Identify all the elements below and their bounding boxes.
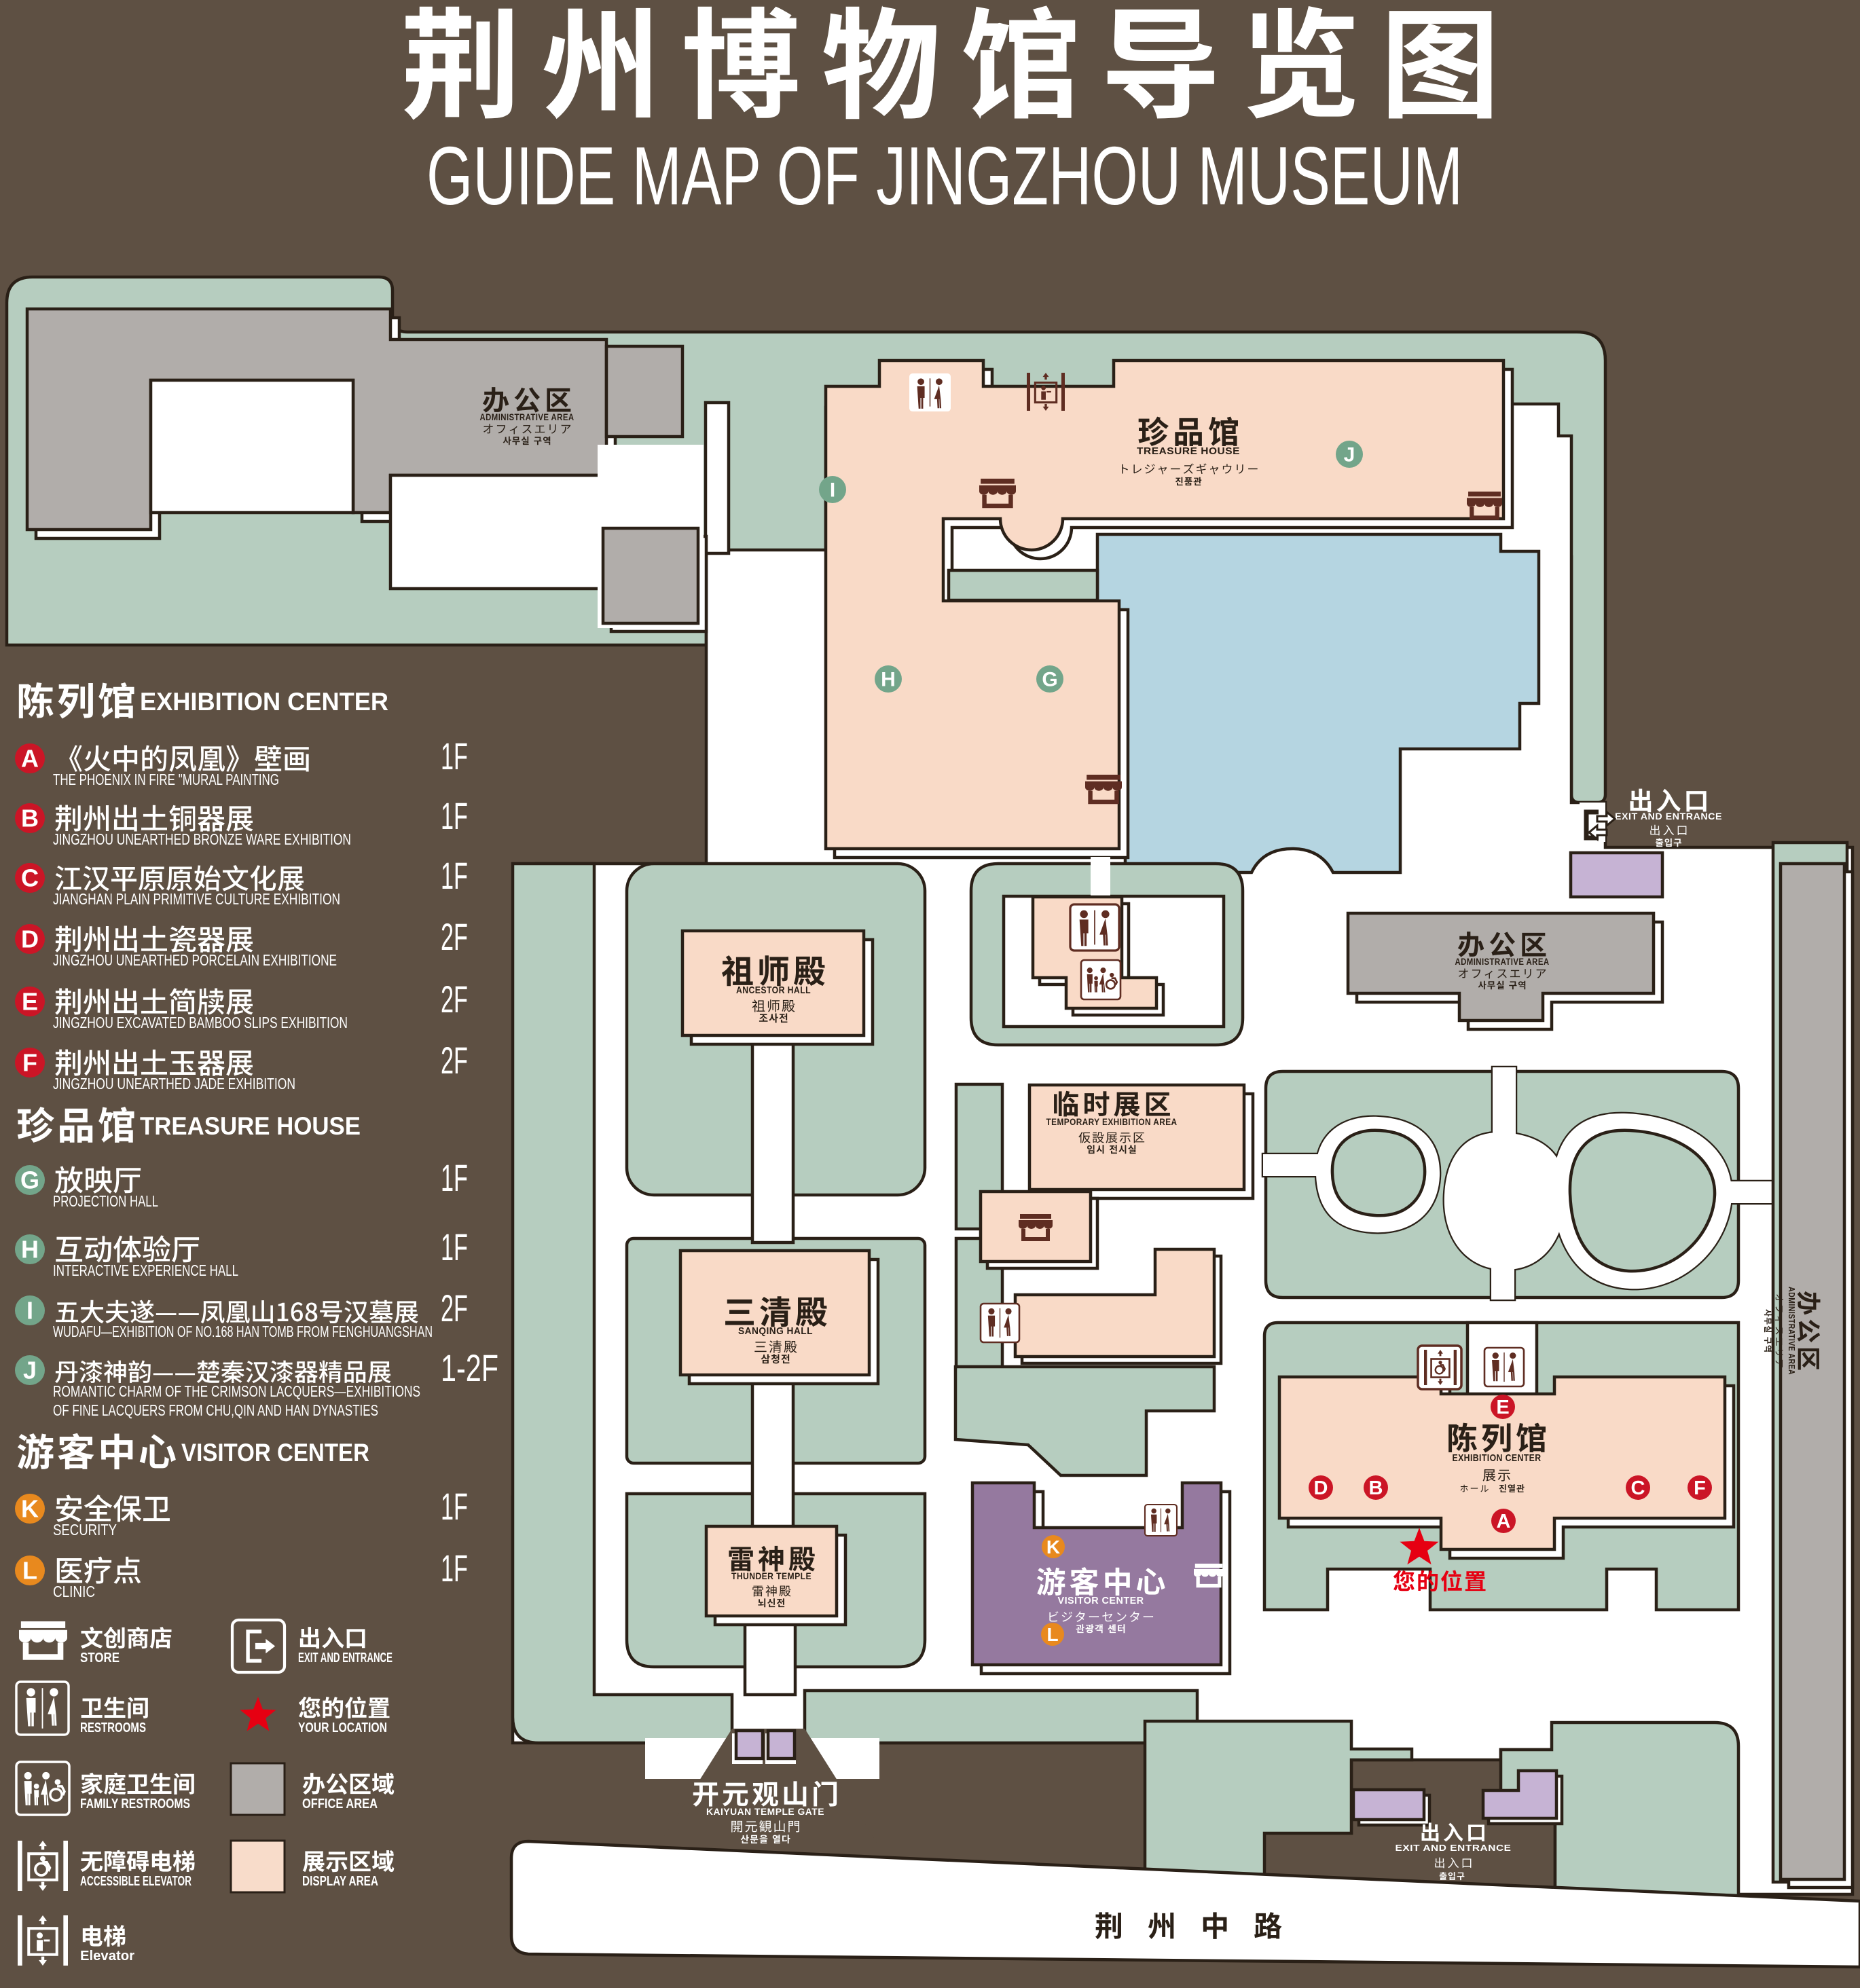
svg-text:B: B bbox=[21, 805, 39, 832]
svg-text:2F: 2F bbox=[441, 915, 468, 958]
svg-text:J: J bbox=[23, 1357, 37, 1384]
svg-text:VISITOR CENTER: VISITOR CENTER bbox=[181, 1439, 369, 1467]
svg-text:L: L bbox=[1046, 1624, 1058, 1645]
svg-text:G: G bbox=[1042, 669, 1057, 691]
svg-text:1F: 1F bbox=[441, 1485, 468, 1528]
svg-text:1F: 1F bbox=[441, 1547, 468, 1589]
svg-text:INTERACTIVE EXPERIENCE HALL: INTERACTIVE EXPERIENCE HALL bbox=[53, 1262, 238, 1279]
svg-text:J: J bbox=[1344, 444, 1355, 466]
svg-text:D: D bbox=[21, 925, 39, 953]
svg-text:1F: 1F bbox=[441, 854, 468, 897]
svg-text:L: L bbox=[22, 1557, 37, 1585]
svg-text:JINGZHOU UNEARTHED PORCELAIN E: JINGZHOU UNEARTHED PORCELAIN EXHIBITIONE bbox=[53, 951, 337, 969]
svg-text:I: I bbox=[830, 479, 835, 502]
svg-text:1-2F: 1-2F bbox=[441, 1346, 498, 1389]
svg-text:EXIT AND ENTRANCE: EXIT AND ENTRANCE bbox=[1396, 1843, 1512, 1853]
svg-text:STORE: STORE bbox=[80, 1651, 120, 1665]
svg-text:A: A bbox=[21, 745, 39, 773]
svg-text:EXHIBITION CENTER: EXHIBITION CENTER bbox=[140, 688, 388, 716]
svg-text:OF FINE LACQUERS FROM CHU,QIN: OF FINE LACQUERS FROM CHU,QIN AND HAN DY… bbox=[53, 1401, 378, 1419]
svg-text:C: C bbox=[1631, 1477, 1645, 1499]
svg-text:YOUR LOCATION: YOUR LOCATION bbox=[298, 1720, 387, 1735]
svg-text:K: K bbox=[1046, 1536, 1060, 1558]
svg-text:KAIYUAN TEMPLE GATE: KAIYUAN TEMPLE GATE bbox=[706, 1806, 824, 1817]
svg-text:OFFICE AREA: OFFICE AREA bbox=[302, 1797, 378, 1811]
svg-text:E: E bbox=[1496, 1397, 1509, 1418]
svg-text:2F: 2F bbox=[441, 1039, 468, 1082]
svg-text:ADMINISTRATIVE AREA: ADMINISTRATIVE AREA bbox=[480, 412, 575, 422]
svg-text:WUDAFU—EXHIBITION OF NO.168 HA: WUDAFU—EXHIBITION OF NO.168 HAN TOMB FRO… bbox=[53, 1323, 433, 1340]
svg-text:THE PHOENIX IN FIRE "MURAL PAI: THE PHOENIX IN FIRE "MURAL PAINTING bbox=[53, 771, 279, 788]
svg-text:JINGZHOU EXCAVATED BAMBOO SLIP: JINGZHOU EXCAVATED BAMBOO SLIPS EXHIBITI… bbox=[53, 1014, 348, 1031]
svg-text:TEMPORARY EXHIBITION AREA: TEMPORARY EXHIBITION AREA bbox=[1046, 1116, 1178, 1127]
svg-text:1F: 1F bbox=[441, 1156, 468, 1199]
svg-text:D: D bbox=[1314, 1477, 1328, 1499]
svg-text:JIANGHAN PLAIN PRIMITIVE CULTU: JIANGHAN PLAIN PRIMITIVE CULTURE EXHIBIT… bbox=[53, 890, 340, 908]
svg-text:CLINIC: CLINIC bbox=[53, 1583, 95, 1600]
svg-text:K: K bbox=[21, 1495, 39, 1523]
svg-text:2F: 2F bbox=[441, 1287, 468, 1329]
svg-text:C: C bbox=[21, 864, 39, 892]
svg-text:RESTROOMS: RESTROOMS bbox=[80, 1720, 146, 1735]
svg-text:JINGZHOU UNEARTHED JADE EXHIBI: JINGZHOU UNEARTHED JADE EXHIBITION bbox=[53, 1075, 295, 1092]
svg-text:TREASURE HOUSE: TREASURE HOUSE bbox=[140, 1112, 361, 1140]
svg-text:EXIT AND ENTRANCE: EXIT AND ENTRANCE bbox=[298, 1651, 393, 1665]
svg-text:G: G bbox=[20, 1166, 39, 1194]
svg-text:Elevator: Elevator bbox=[80, 1949, 134, 1964]
svg-text:ANCESTOR HALL: ANCESTOR HALL bbox=[736, 984, 811, 996]
svg-text:I: I bbox=[26, 1297, 33, 1325]
svg-text:JINGZHOU UNEARTHED BRONZE WARE: JINGZHOU UNEARTHED BRONZE WARE EXHIBITIO… bbox=[53, 830, 351, 848]
svg-text:ADMINISTRATIVE AREA: ADMINISTRATIVE AREA bbox=[1455, 957, 1550, 967]
svg-text:TREASURE HOUSE: TREASURE HOUSE bbox=[1137, 446, 1240, 457]
svg-text:2F: 2F bbox=[441, 978, 468, 1020]
svg-text:SECURITY: SECURITY bbox=[53, 1521, 117, 1539]
svg-text:H: H bbox=[881, 669, 896, 691]
svg-text:1F: 1F bbox=[441, 1226, 468, 1268]
svg-text:H: H bbox=[21, 1236, 39, 1264]
svg-text:SANQING HALL: SANQING HALL bbox=[738, 1325, 813, 1337]
svg-text:ACCESSIBLE ELEVATOR: ACCESSIBLE ELEVATOR bbox=[80, 1874, 192, 1889]
svg-text:F: F bbox=[22, 1049, 37, 1077]
svg-text:A: A bbox=[1497, 1511, 1511, 1532]
svg-text:PROJECTION HALL: PROJECTION HALL bbox=[53, 1192, 158, 1210]
svg-text:B: B bbox=[1369, 1477, 1383, 1499]
svg-text:F: F bbox=[1694, 1477, 1706, 1499]
svg-text:ROMANTIC CHARM OF THE CRIMSON: ROMANTIC CHARM OF THE CRIMSON LACQUERS—E… bbox=[53, 1382, 420, 1400]
svg-text:EXHIBITION CENTER: EXHIBITION CENTER bbox=[1453, 1452, 1542, 1464]
svg-text:GUIDE MAP OF JINGZHOU MUSEUM: GUIDE MAP OF JINGZHOU MUSEUM bbox=[426, 130, 1463, 222]
svg-text:1F: 1F bbox=[441, 794, 468, 837]
svg-text:1F: 1F bbox=[441, 735, 468, 777]
svg-text:VISITOR CENTER: VISITOR CENTER bbox=[1058, 1595, 1144, 1606]
svg-text:DISPLAY AREA: DISPLAY AREA bbox=[302, 1874, 378, 1889]
svg-text:E: E bbox=[22, 988, 38, 1016]
svg-text:FAMILY RESTROOMS: FAMILY RESTROOMS bbox=[80, 1797, 190, 1811]
svg-text:EXIT AND ENTRANCE: EXIT AND ENTRANCE bbox=[1615, 811, 1722, 822]
svg-text:THUNDER TEMPLE: THUNDER TEMPLE bbox=[731, 1570, 812, 1581]
svg-text:ADMINISTRATIVE AREA: ADMINISTRATIVE AREA bbox=[1787, 1287, 1796, 1375]
